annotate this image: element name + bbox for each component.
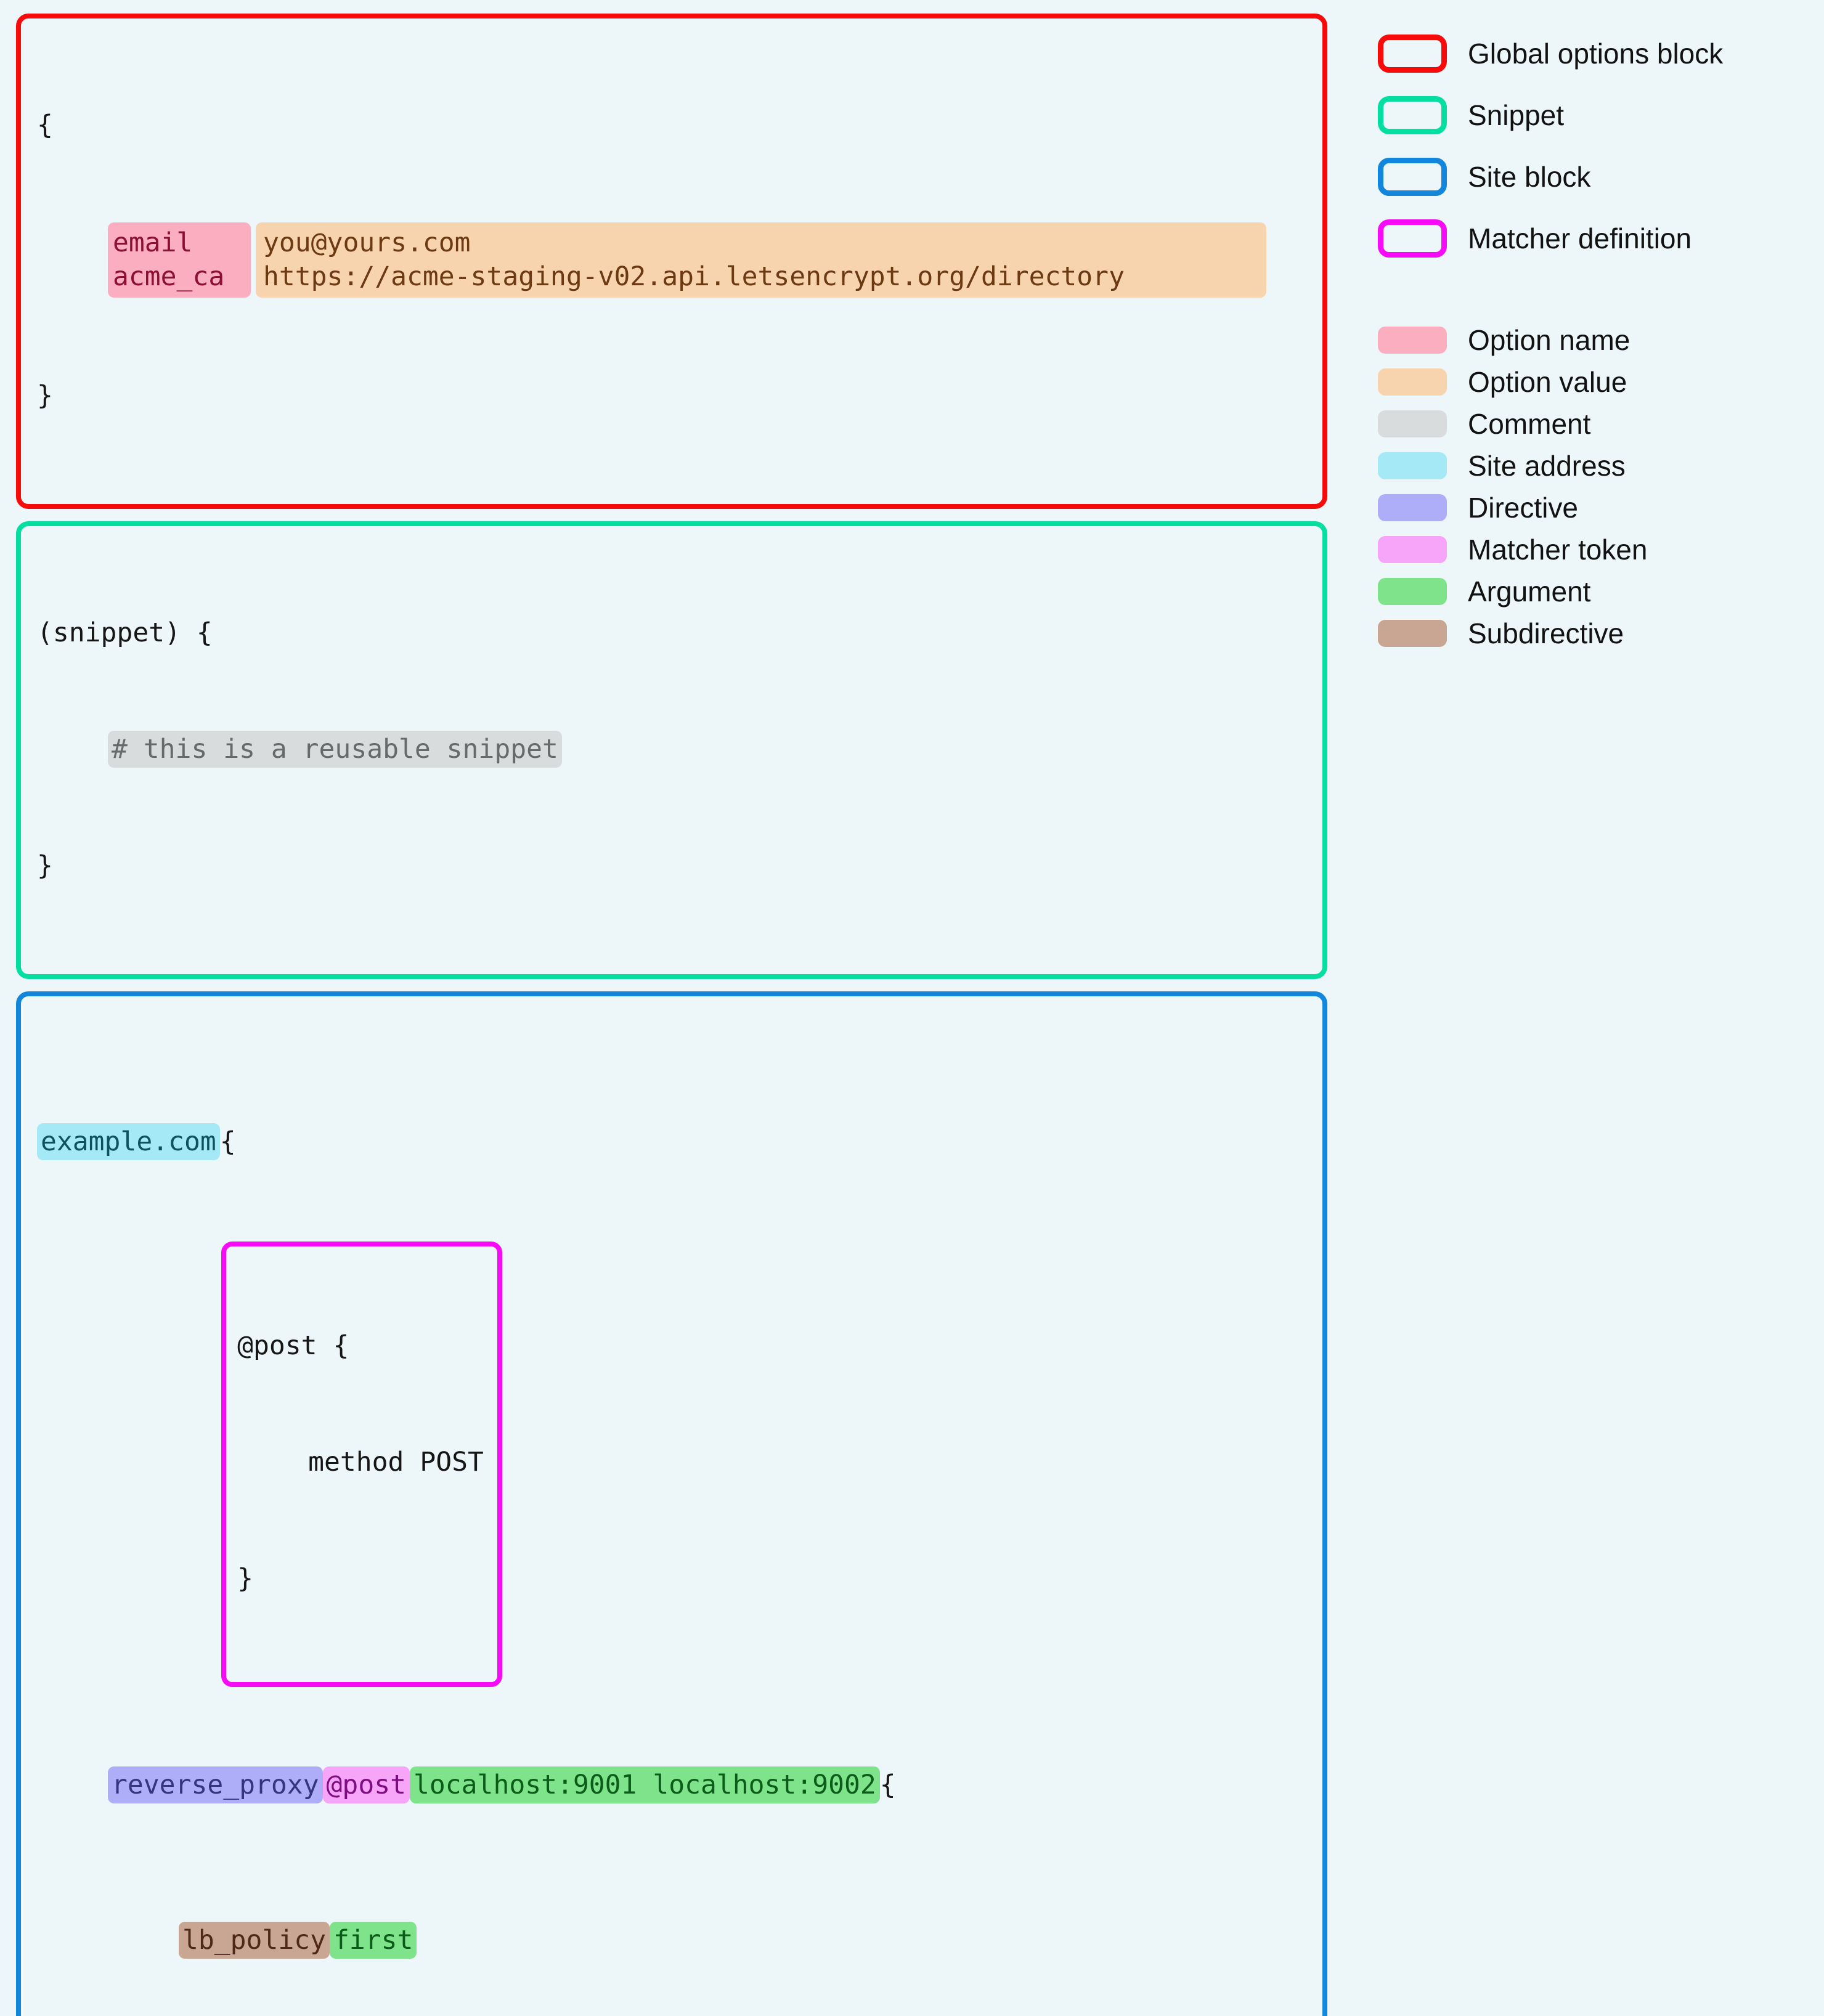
fill-swatch-option-name-icon (1378, 327, 1447, 354)
matcher-close-brace: } (237, 1563, 253, 1594)
legend-item-option-value: Option value (1378, 361, 1808, 403)
legend-item-matcher-token: Matcher token (1378, 529, 1808, 571)
reverse-proxy-open-brace: { (879, 1770, 896, 1800)
option-name-email: email (113, 227, 193, 258)
snippet-comment-line: # this is a reusable snippet (37, 730, 1311, 769)
legend-item-snippet: Snippet (1378, 91, 1808, 139)
snippet-close-brace: } (37, 850, 53, 881)
site-block-example-com: example.com{ @post { method POST } rever… (16, 991, 1327, 2016)
legend-label-argument: Argument (1468, 575, 1591, 608)
legend-item-directive: Directive (1378, 487, 1808, 529)
outline-swatch-green-icon (1378, 96, 1447, 134)
legend-column: Global options block Snippet Site block … (1327, 14, 1808, 994)
legend-spacer (1378, 262, 1808, 319)
legend-label-directive: Directive (1468, 492, 1578, 524)
legend-label-option-name: Option name (1468, 324, 1631, 356)
option-value-email: you@yours.com (263, 227, 471, 258)
matcher-close-brace-line: } (237, 1559, 484, 1598)
legend-item-site-block: Site block (1378, 153, 1808, 201)
legend-item-matcher-definition: Matcher definition (1378, 214, 1808, 262)
option-value-acme-ca: https://acme-staging-v02.api.letsencrypt… (263, 261, 1125, 292)
global-close-brace-line: } (37, 376, 1311, 415)
matcher-body-line: method POST (237, 1443, 484, 1482)
legend-outline-group: Global options block Snippet Site block … (1378, 30, 1808, 262)
legend-label-comment: Comment (1468, 408, 1591, 440)
option-name-acme-ca: acme_ca (113, 261, 225, 292)
site-address-line: example.com{ (37, 1123, 1311, 1161)
legend-fill-group: Option name Option value Comment Site ad… (1378, 319, 1808, 654)
site-address-token: example.com (37, 1123, 220, 1160)
matcher-header: @post { (237, 1330, 349, 1361)
legend-label-global-options-block: Global options block (1468, 38, 1724, 70)
matcher-body: method POST (308, 1447, 484, 1477)
legend-label-subdirective: Subdirective (1468, 617, 1624, 649)
fill-swatch-subdirective-icon (1378, 620, 1447, 647)
legend-label-site-address: Site address (1468, 450, 1626, 482)
fill-swatch-option-value-icon (1378, 368, 1447, 396)
fill-swatch-matcher-token-icon (1378, 536, 1447, 563)
argument-upstreams: localhost:9001 localhost:9002 (410, 1766, 880, 1803)
matcher-token-post: @post (322, 1766, 410, 1803)
snippet-code: (snippet) { # this is a reusable snippet… (32, 536, 1311, 963)
legend-label-snippet: Snippet (1468, 99, 1565, 131)
global-open-brace-line: { (37, 106, 1311, 145)
global-open-brace: { (37, 110, 53, 140)
snippet-header: (snippet) { (37, 617, 213, 648)
fill-swatch-argument-icon (1378, 578, 1447, 605)
outline-swatch-red-icon (1378, 35, 1447, 73)
outline-swatch-blue-icon (1378, 158, 1447, 196)
fill-swatch-directive-icon (1378, 494, 1447, 521)
snippet-header-line: (snippet) { (37, 614, 1311, 652)
snippet-block: (snippet) { # this is a reusable snippet… (16, 521, 1327, 979)
global-close-brace: } (37, 380, 53, 411)
comment-token: # this is a reusable snippet (108, 731, 562, 768)
directive-reverse-proxy: reverse_proxy (108, 1766, 323, 1803)
snippet-close-brace-line: } (37, 847, 1311, 885)
matcher-header-line: @post { (237, 1327, 484, 1365)
legend-label-site-block: Site block (1468, 161, 1591, 193)
legend-item-option-name: Option name (1378, 319, 1808, 361)
fill-swatch-site-address-icon (1378, 452, 1447, 479)
matcher-definition-outline: @post { method POST } (221, 1242, 502, 1687)
legend-item-argument: Argument (1378, 571, 1808, 612)
legend-label-option-value: Option value (1468, 366, 1627, 398)
argument-first: first (330, 1922, 417, 1959)
subdirective-lb-policy: lb_policy (179, 1922, 330, 1959)
site-block-code: example.com{ @post { method POST } rever… (32, 1006, 1311, 2016)
legend-item-global-options-block: Global options block (1378, 30, 1808, 78)
legend-item-comment: Comment (1378, 403, 1808, 445)
legend-item-site-address: Site address (1378, 445, 1808, 487)
fill-swatch-comment-icon (1378, 410, 1447, 437)
outline-swatch-magenta-icon (1378, 219, 1447, 258)
legend-item-subdirective: Subdirective (1378, 612, 1808, 654)
legend-label-matcher-token: Matcher token (1468, 534, 1648, 566)
legend-label-matcher-definition: Matcher definition (1468, 222, 1692, 254)
site-open-brace: { (219, 1126, 236, 1157)
